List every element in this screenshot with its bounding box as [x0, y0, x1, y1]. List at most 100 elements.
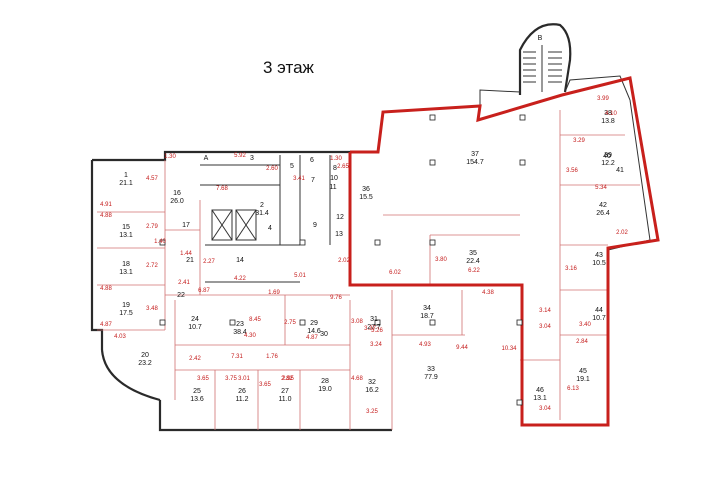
dimension-label: 6.13 [567, 386, 579, 392]
dimension-label: 3.04 [539, 406, 551, 412]
room-number: 20 [141, 352, 149, 359]
dimension-label: 1.40 [154, 239, 166, 245]
room-number: 22 [177, 292, 185, 299]
room-number: 4 [268, 225, 272, 232]
room-area: 11.0 [278, 396, 291, 403]
room-area: 13.1 [119, 269, 133, 276]
dimension-label: 2.41 [178, 280, 190, 286]
dimension-label: 4.93 [419, 342, 431, 348]
dimension-label: 2.27 [203, 259, 215, 265]
dimension-label: 1.30 [164, 154, 176, 160]
room-area: 77.9 [424, 374, 438, 381]
dimension-label: 3.16 [565, 266, 577, 272]
dimension-label: 3.37 [364, 326, 376, 332]
dimension-label: 2.72 [146, 263, 158, 269]
dimension-label: 2.65 [337, 164, 349, 170]
dimension-label: 1.44 [180, 251, 192, 257]
room-number: 34 [423, 305, 431, 312]
room-number: А [204, 155, 209, 162]
dimension-label: 7.68 [216, 186, 228, 192]
room-number: 17 [182, 222, 190, 229]
dimension-labels: 1.304.574.914.882.792.724.883.484.874.03… [100, 96, 628, 415]
room-number: 45 [579, 368, 587, 375]
room-number: 15 [122, 224, 130, 231]
room-area: 21.1 [119, 180, 133, 187]
room-number: 25 [193, 388, 201, 395]
dimension-label: 4.10 [605, 111, 617, 117]
room-area: 15.5 [359, 194, 373, 201]
dimension-label: 10.34 [501, 346, 517, 352]
room-area: 18.7 [420, 313, 434, 320]
room-number: 35 [469, 250, 477, 257]
dimension-label: 2.79 [146, 224, 158, 230]
dimension-label: 4.30 [244, 333, 256, 339]
room-number: 5 [290, 163, 294, 170]
room-number: 28 [321, 378, 329, 385]
dimension-label: 2.42 [189, 356, 201, 362]
dimension-label: 9.76 [330, 295, 342, 301]
dimension-label: 3.26 [371, 328, 383, 334]
room-number: 24 [191, 316, 199, 323]
dimension-label: 8.45 [249, 317, 261, 323]
room-area: 10.7 [188, 324, 202, 331]
dimension-label: 4.22 [234, 276, 246, 282]
dimension-label: 1.30 [330, 156, 342, 162]
room-area: 27.7 [367, 324, 381, 331]
room-labels: 121.11513.11813.11917.52023.21626.017212… [119, 110, 624, 403]
room-area: 17.5 [119, 310, 133, 317]
room-number: 19 [122, 302, 130, 309]
room-area: 19.1 [576, 376, 590, 383]
room-number: 33 [427, 366, 435, 373]
room-number: 26 [238, 388, 246, 395]
room-number: 27 [281, 388, 289, 395]
highlighted-area-outline [348, 76, 660, 427]
dimension-label: 2.95 [282, 376, 294, 382]
room-number: 12 [336, 214, 344, 221]
dimension-label: 2.75 [284, 320, 296, 326]
room-number: 36 [362, 186, 370, 193]
room-area: 13.1 [533, 395, 547, 402]
room-area: 38.4 [233, 329, 247, 336]
room-number: 32 [368, 379, 376, 386]
dimension-label: 1.69 [268, 290, 280, 296]
room-number: 46 [536, 387, 544, 394]
room-area: 12.2 [601, 160, 615, 167]
dimension-label: 4.38 [482, 290, 494, 296]
room-number: 41 [616, 167, 624, 174]
room-number: 39 [604, 152, 612, 159]
dimension-label: 3.41 [293, 176, 305, 182]
dimension-label: 3.29 [573, 138, 585, 144]
room-number: 29 [310, 320, 318, 327]
dimension-label: 3.56 [566, 168, 578, 174]
dimension-label: 2.84 [576, 339, 588, 345]
elevator-shafts [211, 209, 257, 241]
stair-label: В [538, 35, 543, 42]
dimension-label: 1.76 [266, 354, 278, 360]
room-area: 26.0 [170, 198, 184, 205]
dimension-label: 4.87 [100, 322, 112, 328]
room-number: 16 [173, 190, 181, 197]
room-area: 13.1 [119, 232, 133, 239]
room-area: 154.7 [466, 159, 484, 166]
dimension-label: 3.14 [539, 308, 551, 314]
dimension-label: 6.02 [389, 270, 401, 276]
room-number: 23 [236, 321, 244, 328]
dimension-label: 3.01 [238, 376, 250, 382]
stair-steps [523, 45, 562, 92]
dimension-label: 4.03 [114, 334, 126, 340]
dimension-label: 5.01 [294, 273, 306, 279]
room-number: 42 [599, 202, 607, 209]
room-number: 40 [603, 153, 611, 160]
room-number: 21 [186, 257, 194, 264]
room-number: 1 [124, 172, 128, 179]
room-number: 13 [335, 231, 343, 238]
dimension-label: 4.88 [100, 213, 112, 219]
dimension-label: 4.57 [146, 176, 158, 182]
room-number: 11 [329, 184, 336, 191]
dimension-label: 3.48 [146, 306, 158, 312]
room-number: 6 [310, 157, 314, 164]
dimension-label: 5.92 [234, 153, 246, 159]
room-area: 31.4 [255, 210, 269, 217]
dimension-label: 3.65 [259, 382, 271, 388]
